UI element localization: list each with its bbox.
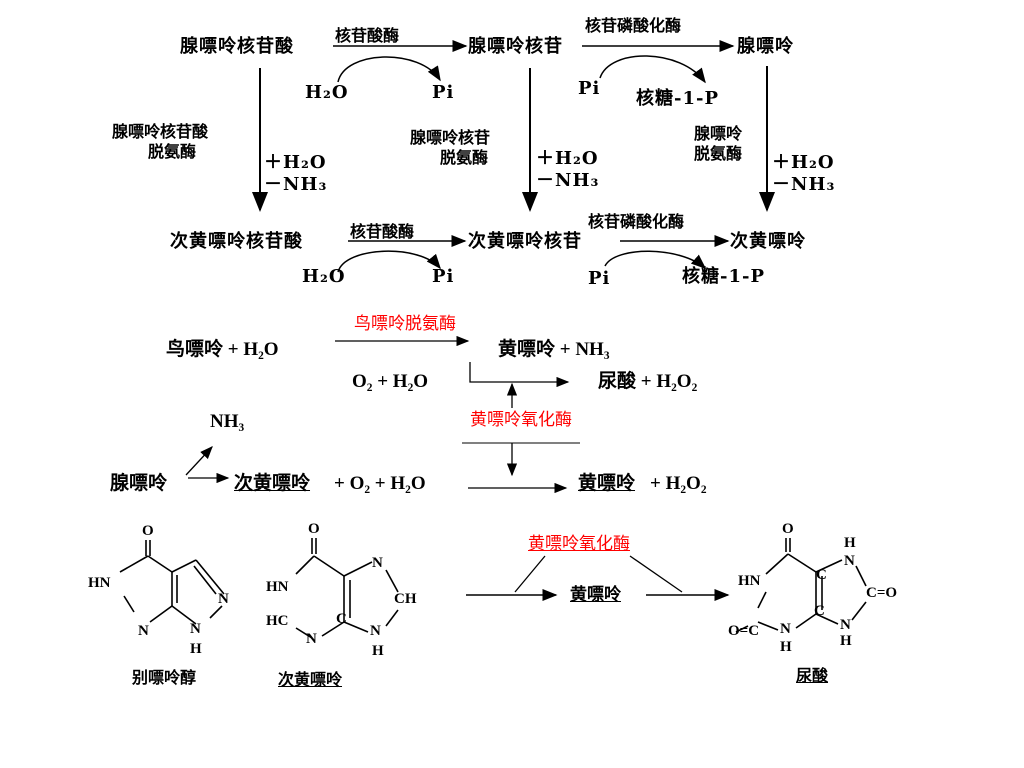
hypoxanthine-label-mid: 次黄嘌呤 [234,473,311,494]
plus-h2o-2: ＋H₂O [536,148,599,169]
allo-atom-o: O [142,523,154,539]
enzyme-amp-deaminase-b: 脱氨酶 [148,142,197,161]
ua-atom-c2: C [814,603,825,619]
eq1-left: 鸟嘌呤 + H₂O [166,339,279,360]
arrow-eq2-bracket [469,362,570,388]
allopurinol-structure [119,540,225,625]
enzyme-xanthine-oxidase-bottom: 黄嘌呤氧化酶 [528,534,630,554]
h2o-r1: H₂O [305,82,349,103]
curve-r1-b [599,55,706,84]
minus-nh3-1: －NH₃ [264,174,328,195]
allo-atom-n1: N [138,623,149,639]
nh3-label: NH₃ [210,411,245,432]
pi-r2-a: Pi [432,266,455,287]
eq2-left: O₂ + H₂O [352,371,429,392]
pi-r1-a: Pi [432,82,455,103]
enzyme-adenine-deaminase-b: 脱氨酶 [694,144,743,163]
ua-atom-c1: C [816,567,827,583]
ribose-1p-r1: 核糖-1-P [636,88,720,109]
curve-r1-a [337,56,441,83]
pi-r1-b: Pi [578,78,601,99]
allo-atom-n2: N [218,591,229,607]
hypoxanthine-caption: 次黄嘌呤 [278,670,343,689]
uric-acid-caption: 尿酸 [796,666,829,685]
hx-atom-n1: N [372,555,383,571]
allo-atom-hn: HN [88,575,111,591]
allo-atom-n3: N [190,621,201,637]
ua-atom-hn: HN [738,573,761,589]
eq3-right: + H₂O₂ [650,473,707,494]
curve-r2-b [604,250,707,269]
ua-atom-n2: N [780,621,791,637]
plus-h2o-3: ＋H₂O [772,152,835,173]
minus-nh3-3: －NH₃ [772,174,836,195]
eq2-right: 尿酸 + H₂O₂ [598,371,698,392]
eq3-mid: + O₂ + H₂O [334,473,426,494]
ua-atom-h2: H [780,639,792,655]
adenine-label: 腺嘌呤 [110,473,168,494]
compound-adenine: 腺嘌呤 [737,36,794,57]
compound-inosine: 次黄嘌呤核苷 [468,231,582,252]
plus-h2o-1: ＋H₂O [264,152,327,173]
uric-acid-structure [735,538,867,633]
enzyme-nucleotidase-1: 核苷酸酶 [335,26,400,45]
minus-nh3-2: －NH₃ [536,170,600,191]
ua-atom-oc: O=C [728,623,760,639]
ua-atom-h3: H [840,633,852,649]
pi-r2-b: Pi [588,268,611,289]
arrow-nh3 [185,446,213,476]
ua-atom-n3: N [840,617,851,633]
compound-adenosine: 腺嘌呤核苷 [468,36,563,57]
compound-imp: 次黄嘌呤核苷酸 [170,231,303,252]
enzyme-guanine-deaminase: 鸟嘌呤脱氨酶 [354,314,456,334]
enzyme-phosphorylase-2: 核苷磷酸化酶 [588,212,685,231]
curve-r2-a [337,250,441,273]
ua-atom-n1: N [844,553,855,569]
enzyme-adenosine-deaminase-a: 腺嘌呤核苷 [410,128,491,147]
compound-amp: 腺嘌呤核苷酸 [180,36,294,57]
hx-atom-o: O [308,521,320,537]
ua-atom-h1: H [844,535,856,551]
compound-hypoxanthine-top: 次黄嘌呤 [730,231,806,252]
enzyme-slant-left [514,555,546,593]
eq1-right: 黄嘌呤 + NH₃ [498,339,610,360]
h2o-r2: H₂O [302,266,346,287]
hx-atom-c: C [336,611,347,627]
hx-atom-h: H [372,643,384,659]
allopurinol-caption: 别嘌呤醇 [132,668,197,687]
enzyme-adenine-deaminase-a: 腺嘌呤 [694,124,743,143]
hypoxanthine-structure [295,538,399,639]
hx-atom-n3: N [370,623,381,639]
hx-atom-n2: N [306,631,317,647]
xanthine-label-bottom: 黄嘌呤 [570,585,621,604]
hx-atom-hc: HC [266,613,289,629]
allo-atom-h: H [190,641,202,657]
enzyme-adenosine-deaminase-b: 脱氨酶 [440,148,489,167]
ua-atom-o: O [782,521,794,537]
enzyme-slant-right [629,555,683,593]
xanthine-label-mid: 黄嘌呤 [578,473,636,494]
enzyme-nucleotidase-2: 核苷酸酶 [350,222,415,241]
hx-atom-ch: CH [394,591,417,607]
enzyme-phosphorylase-1: 核苷磷酸化酶 [585,16,682,35]
ua-atom-co: C=O [866,585,898,601]
enzyme-xanthine-oxidase-mid: 黄嘌呤氧化酶 [470,410,572,430]
ribose-1p-r2: 核糖-1-P [682,266,766,287]
enzyme-amp-deaminase-a: 腺嘌呤核苷酸 [112,122,209,141]
hx-atom-hn: HN [266,579,289,595]
